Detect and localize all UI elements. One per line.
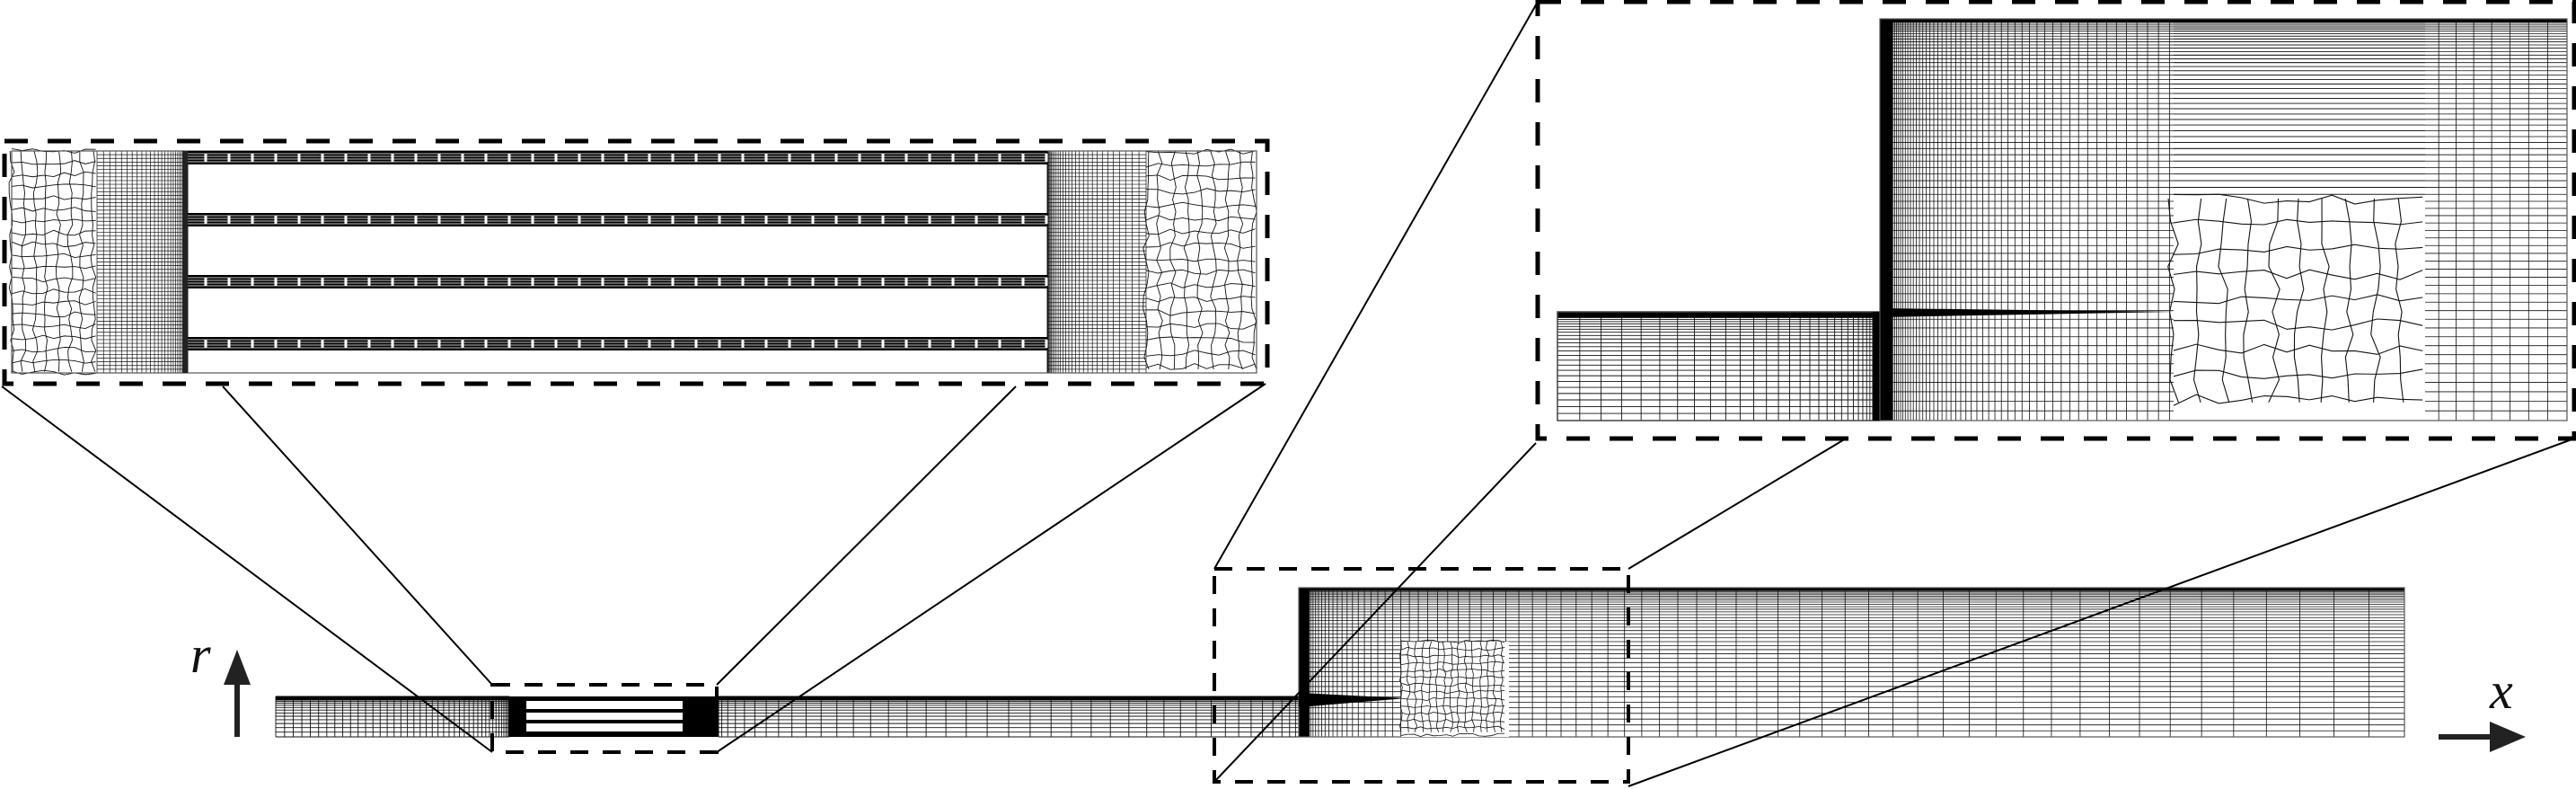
main-domain-mesh: [275, 587, 2405, 738]
left-inset-mesh: [8, 148, 1257, 376]
r-axis-label: r: [190, 625, 211, 684]
r-axis-arrow-icon: [224, 650, 251, 737]
right-inset-mesh: [1557, 18, 2568, 421]
x-axis-arrow-icon: [2439, 722, 2526, 752]
x-axis-label: x: [2490, 661, 2513, 720]
axis-arrows: [224, 650, 2526, 752]
